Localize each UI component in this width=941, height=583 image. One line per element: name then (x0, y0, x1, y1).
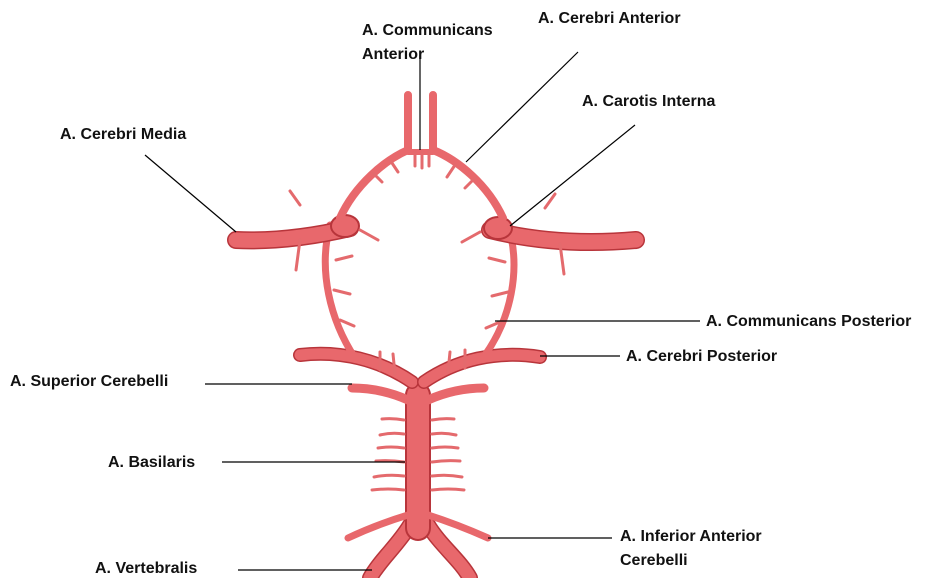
label-cerebri-posterior: A. Cerebri Posterior (626, 346, 777, 367)
label-carotis-interna: A. Carotis Interna (582, 91, 715, 112)
basilar-branch (432, 447, 458, 448)
posterior-communicating-arteries (325, 225, 514, 358)
label-communicans-anterior-line1: A. Communicans (362, 20, 493, 41)
basilar-branch (378, 447, 404, 448)
middle-cerebral-arteries (236, 228, 636, 242)
perforating-branches (290, 152, 564, 374)
label-cerebri-media: A. Cerebri Media (60, 124, 186, 145)
basilar-branch (372, 489, 404, 490)
perforating-branch (492, 292, 508, 296)
label-vertebralis: A. Vertebralis (95, 558, 197, 579)
perforating-branch (462, 232, 480, 242)
basilar-branch (380, 433, 404, 435)
perforating-branch (334, 290, 350, 294)
label-inferior-anterior-line1: A. Inferior Anterior (620, 526, 762, 547)
perforating-branch (489, 258, 505, 262)
perforating-branch (290, 191, 300, 205)
basilar-branch (382, 419, 404, 420)
posterior-cerebral-arteries (300, 354, 540, 382)
basilar-branch (432, 433, 456, 435)
perforating-branch (360, 230, 378, 240)
basilar-branch (432, 419, 454, 420)
label-inferior-anterior-line2: Cerebelli (620, 550, 688, 571)
label-communicans-posterior: A. Communicans Posterior (706, 311, 911, 332)
basilar-branch (374, 475, 404, 477)
label-superior-cerebelli: A. Superior Cerebelli (10, 371, 168, 392)
label-cerebri-anterior: A. Cerebri Anterior (538, 8, 681, 29)
basilar-branch (432, 489, 464, 490)
perforating-branch (448, 352, 450, 372)
perforating-branch (465, 178, 475, 188)
perforating-branch (340, 320, 354, 326)
perforating-branch (447, 165, 455, 177)
perforating-branch (393, 354, 395, 374)
label-basilaris: A. Basilaris (108, 452, 195, 473)
basilar-branch (432, 475, 462, 477)
label-communicans-anterior-line2: Anterior (362, 44, 424, 65)
basilar-branch (432, 461, 460, 462)
perforating-branch (336, 256, 352, 260)
